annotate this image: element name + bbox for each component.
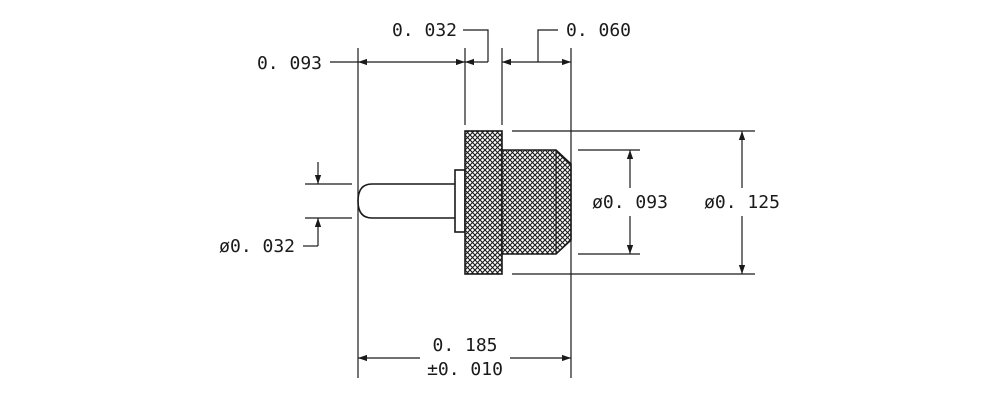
overall-tolerance-label: ±0. 010	[427, 359, 503, 380]
pin-diameter-label: ø0. 032	[219, 236, 295, 257]
dimension-labels: 0. 093 0. 032 0. 060 0. 185 ±0. 010 ø0. …	[219, 20, 780, 380]
pin	[357, 183, 455, 219]
pin-shoulder	[454, 169, 466, 233]
body-length-label: 0. 060	[566, 20, 631, 41]
body-diameter-label: ø0. 093	[592, 192, 668, 213]
flange	[464, 130, 503, 275]
overall-length-label: 0. 185	[432, 335, 497, 356]
dimension-lines	[303, 29, 746, 362]
body	[501, 149, 572, 255]
pin-length-label: 0. 093	[257, 53, 322, 74]
flange-thickness-label: 0. 032	[392, 20, 457, 41]
connector-part	[357, 130, 572, 275]
flange-diameter-label: ø0. 125	[704, 192, 780, 213]
